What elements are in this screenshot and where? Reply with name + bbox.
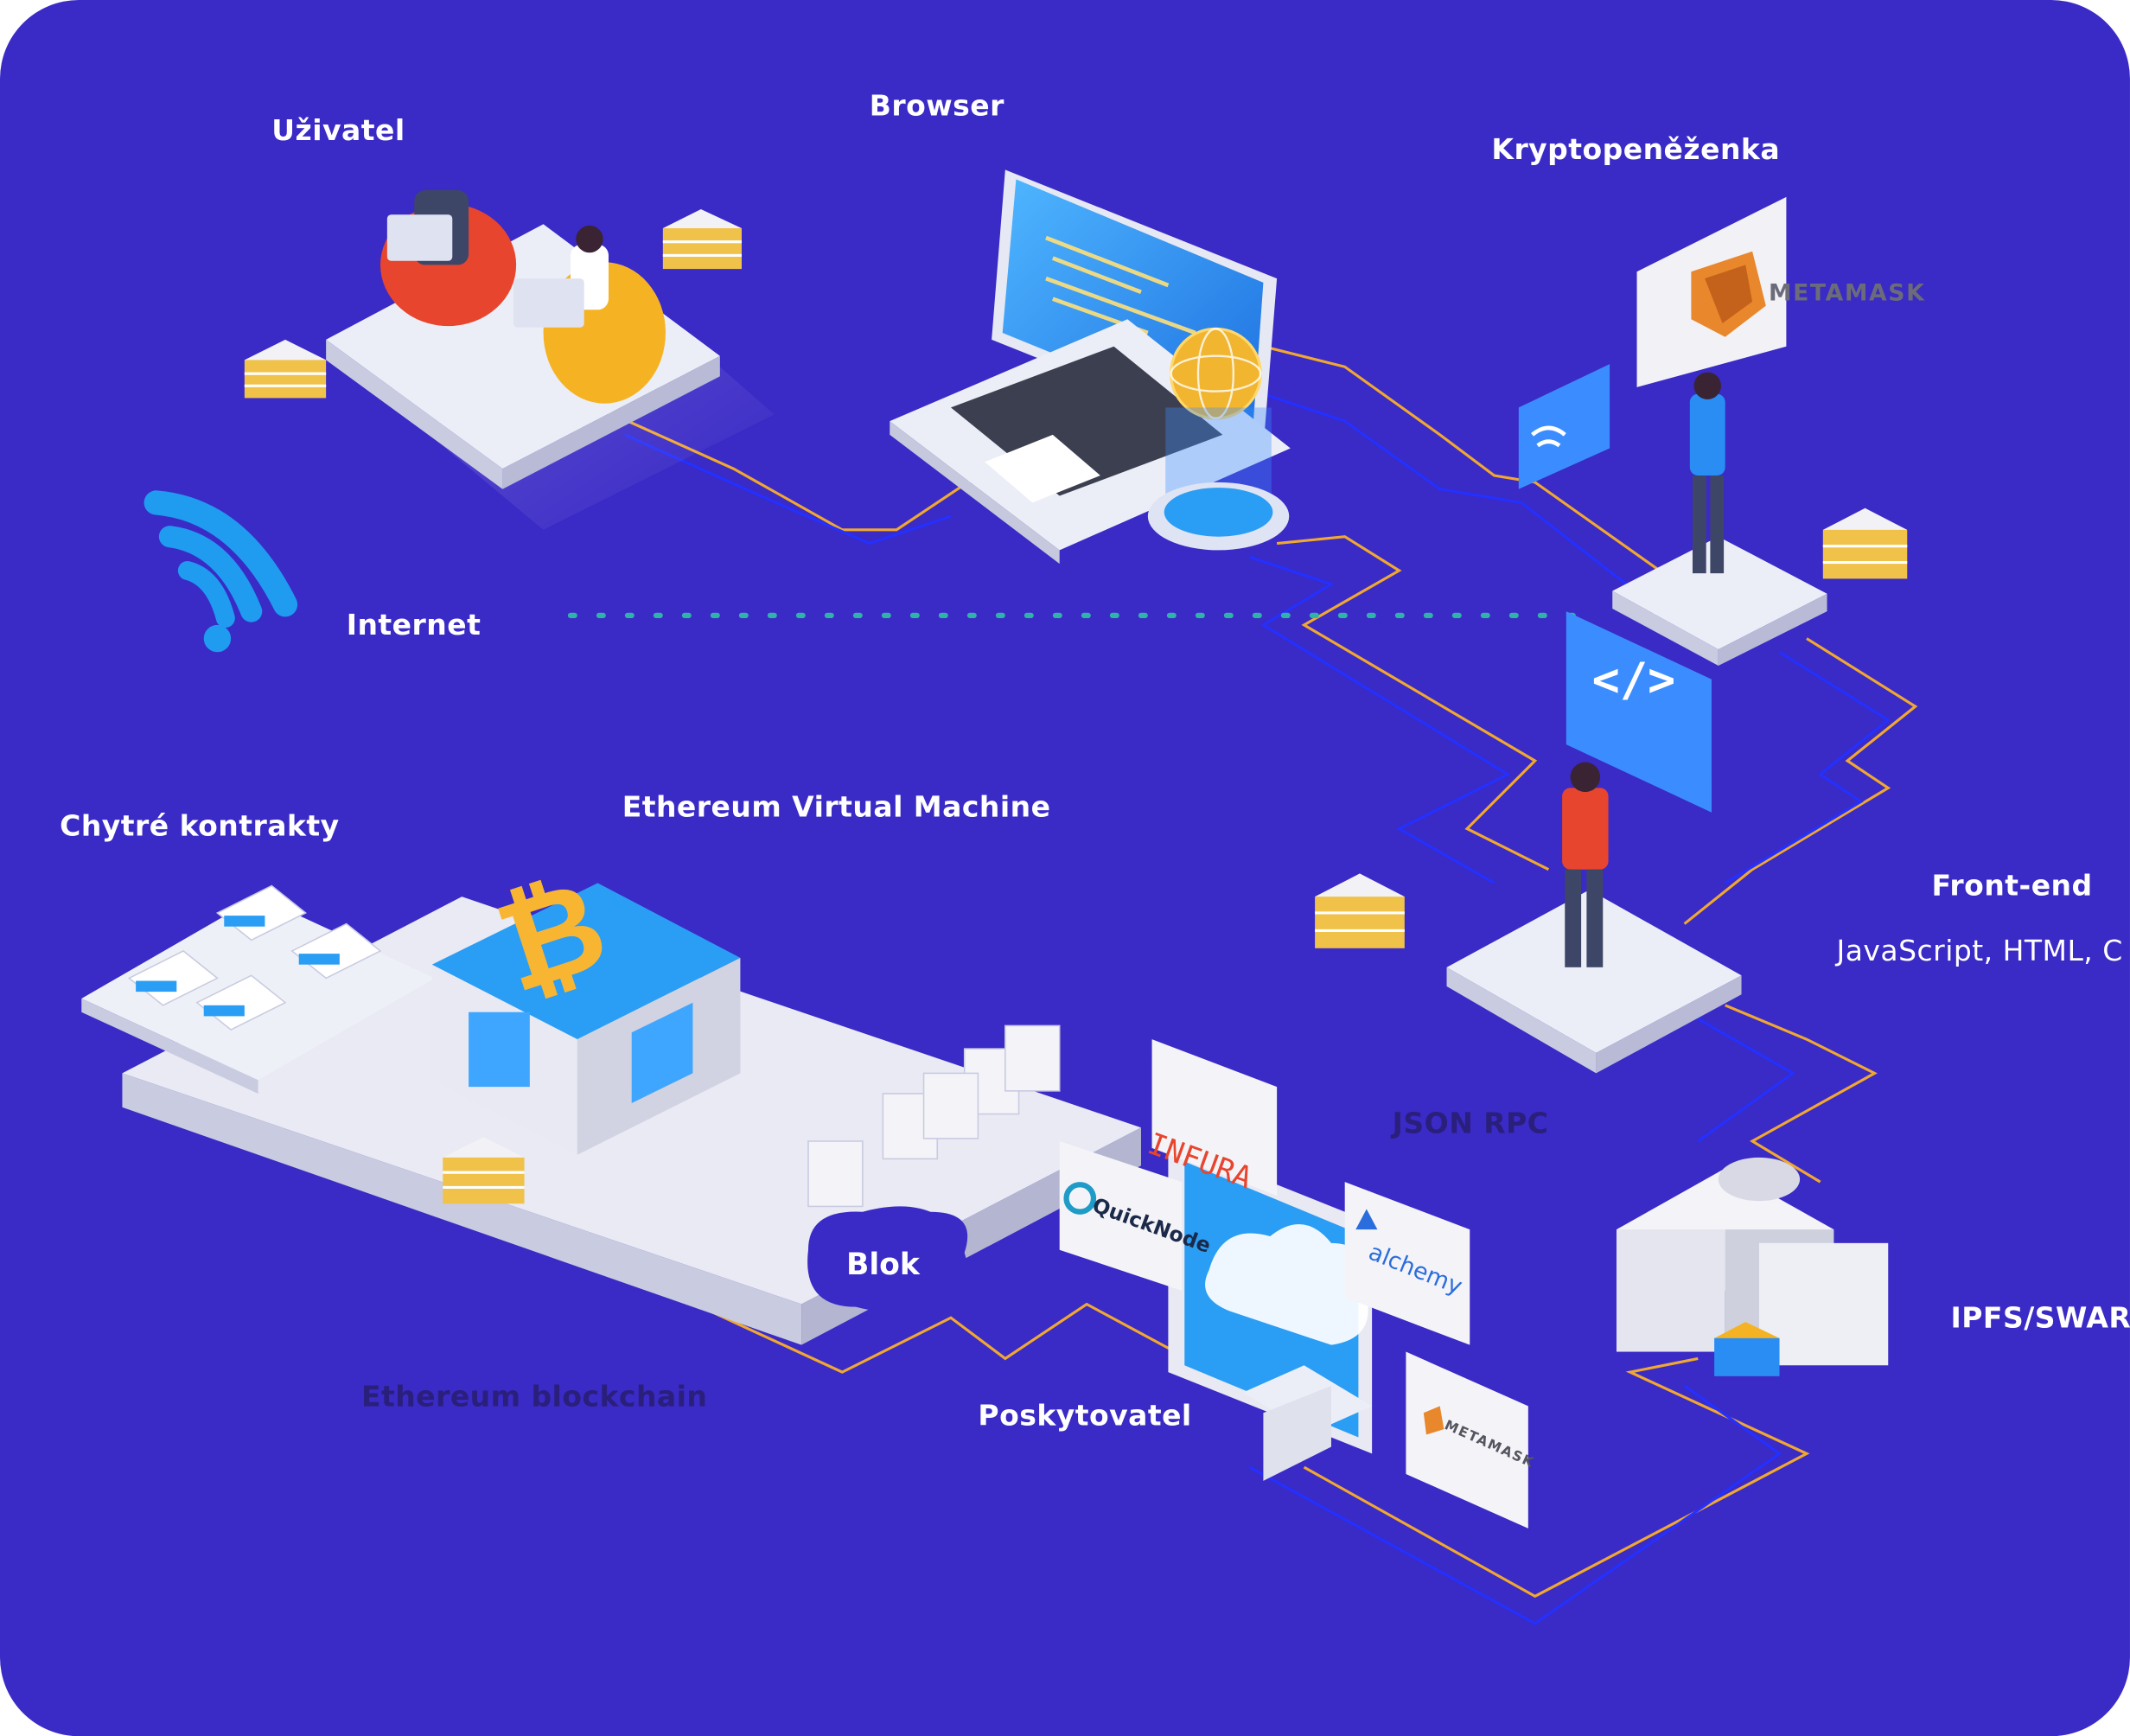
infura-card: [1151, 1039, 1278, 1196]
connector-wallet-right: [1683, 637, 1918, 925]
globe-icon: [1169, 327, 1262, 420]
label-json-rpc: JSON RPC: [1392, 1107, 1549, 1140]
label-block: Blok: [845, 1248, 920, 1283]
block-blob: [807, 1206, 968, 1312]
connector-browser-wallet: [1263, 345, 1700, 599]
connector-frontend-storage-blue: [1697, 1018, 1796, 1143]
label-user: Uživatel: [271, 113, 405, 147]
server-block-blockchain: [443, 1137, 525, 1204]
server-block-wallet: [1822, 507, 1908, 579]
wallet-panel: [1636, 196, 1787, 387]
user-platform: [326, 189, 775, 530]
alchemy-card: [1344, 1182, 1470, 1345]
label-wallet: Kryptopeněženka: [1491, 132, 1781, 166]
wifi-icon: [143, 490, 298, 653]
frontend-code-screen: </>: [1566, 611, 1712, 813]
connector-frontend-storage: [1725, 1004, 1878, 1184]
label-provider: Poskytovatel: [978, 1399, 1192, 1433]
label-storage: IPFS/SWAR: [1950, 1301, 2130, 1335]
connector-user-browser-blue: [624, 433, 952, 546]
label-blockchain: Ethereum blockchain: [360, 1380, 708, 1414]
storage-servers: [1616, 1157, 1889, 1376]
wallet-platform: [1612, 372, 1827, 666]
label-smart-contracts: Chytré kontrakty: [60, 809, 340, 843]
browser-laptop: [890, 169, 1291, 565]
connector-wallet-right-blue: [1724, 650, 1891, 884]
connector-browser-frontend: [1276, 535, 1550, 871]
label-frontend: Front-end: [1931, 869, 2093, 903]
connector-blockchain-provider: [665, 1289, 1265, 1401]
server-block-user-right: [662, 208, 742, 270]
evm-machine: ₿: [431, 852, 741, 1155]
label-evm: Ethereum Virtual Machine: [622, 790, 1051, 824]
frontend-platform: [1446, 762, 1742, 1074]
connector-storage-provider: [1303, 1356, 1810, 1599]
cloud-icon: [1205, 1224, 1368, 1345]
wallet-wifi-card: [1518, 364, 1610, 489]
metamask-provider-card: [1406, 1351, 1528, 1529]
label-internet: Internet: [346, 608, 481, 641]
connector-browser-wallet-blue: [1262, 393, 1645, 599]
quicknode-card: [1059, 1140, 1183, 1291]
server-block-user-left: [244, 339, 327, 399]
provider-monitor: [1168, 1140, 1373, 1481]
label-browser: Browser: [869, 89, 1004, 123]
metamask-wallet-logo: METAMASK: [1768, 279, 1926, 308]
block-cubes: [807, 1024, 1061, 1208]
smart-contracts-tray: [81, 884, 435, 1094]
code-icon: </>: [1592, 653, 1675, 707]
label-frontend-tech: JavaScript, HTML, C: [1836, 935, 2123, 967]
server-block-frontend: [1315, 873, 1405, 948]
connector-storage-provider-blue: [1248, 1384, 1782, 1625]
connector-browser-frontend-blue: [1249, 555, 1511, 884]
